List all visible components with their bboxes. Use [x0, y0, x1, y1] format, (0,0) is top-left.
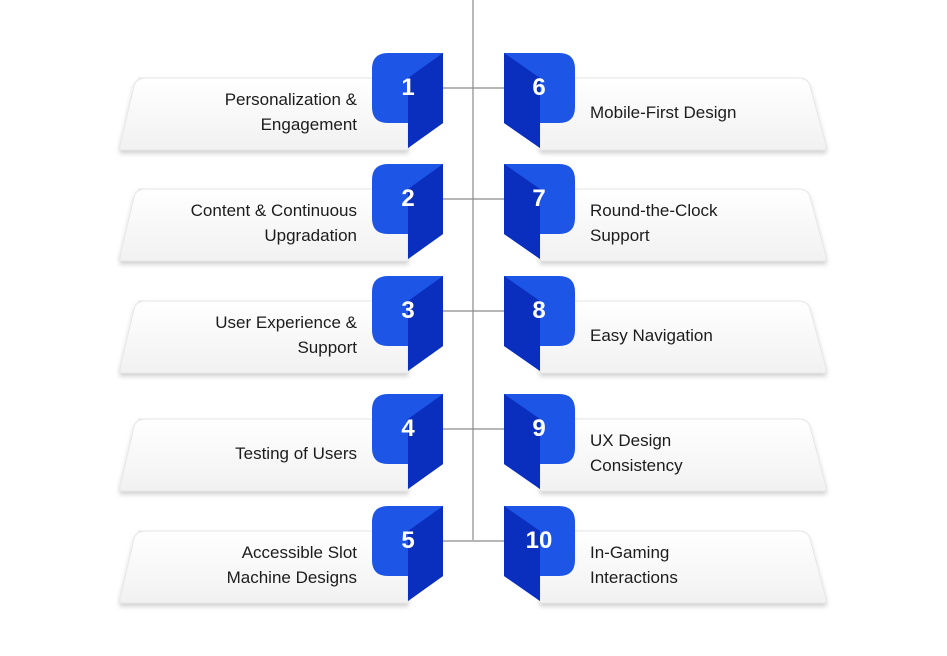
step-badge-right [504, 276, 575, 371]
step-label-line-1: Round-the-Clock [590, 201, 718, 220]
step-card-left [119, 418, 409, 492]
step-number: 10 [525, 527, 553, 554]
step-number: 4 [401, 415, 415, 442]
step-label: Easy Navigation [590, 323, 810, 348]
step-label-line-1: Accessible Slot [241, 543, 357, 562]
step-number: 3 [401, 297, 415, 324]
step-badge-right [504, 53, 575, 148]
step-label-line-1: User Experience & [215, 313, 357, 332]
step-label-line-1: UX Design [590, 431, 672, 450]
step-badge-right [504, 164, 575, 259]
step-badge-left [372, 164, 443, 259]
step-number: 9 [532, 415, 546, 442]
step-label-line-1: Content & Continuous [190, 201, 357, 220]
step-label: Mobile-First Design [590, 100, 810, 125]
step-label: Testing of Users [140, 441, 357, 466]
step-badge-right [504, 394, 575, 489]
step-label: Personalization & Engagement [140, 87, 357, 137]
step-label-line-2: Consistency [590, 456, 683, 475]
step-card-right [539, 77, 827, 151]
step-label-line-1: Testing of Users [235, 444, 357, 463]
step-card-right [539, 418, 827, 492]
step-label-line-1: Personalization & [224, 90, 357, 109]
step-label-line-2: Support [297, 338, 357, 357]
badge-fold [408, 164, 443, 259]
step-label-line-1: Mobile-First Design [590, 103, 737, 122]
step-number: 2 [401, 185, 415, 212]
step-badge-left [372, 394, 443, 489]
step-badge-left [372, 53, 443, 148]
badge-fold [504, 394, 540, 489]
step-badge-left [372, 276, 443, 371]
step-number: 5 [401, 527, 415, 554]
step-card-left [119, 530, 409, 604]
badge-fold [408, 394, 443, 489]
badge-fold [408, 53, 443, 148]
step-label-line-1: Easy Navigation [590, 326, 713, 345]
step-card-right [539, 188, 827, 262]
step-card-left [119, 77, 409, 151]
step-label-line-2: Machine Designs [226, 568, 357, 587]
step-label: User Experience & Support [140, 310, 357, 360]
step-card-left [119, 188, 409, 262]
step-number: 7 [532, 185, 546, 212]
step-label-line-2: Engagement [260, 115, 357, 134]
step-number: 1 [401, 74, 415, 101]
step-card-right [539, 300, 827, 374]
badge-fold [504, 53, 540, 148]
badge-fold [408, 506, 443, 601]
step-card-left [119, 300, 409, 374]
step-number: 8 [532, 297, 546, 324]
step-label-line-2: Interactions [590, 568, 678, 587]
badge-fold [504, 276, 540, 371]
step-number: 6 [532, 74, 546, 101]
step-label-line-2: Support [590, 226, 650, 245]
step-label-line-1: In-Gaming [590, 543, 670, 562]
badge-fold [408, 276, 443, 371]
step-card-right [539, 530, 827, 604]
badge-fold [504, 164, 540, 259]
step-label-line-2: Upgradation [264, 226, 357, 245]
badge-fold [504, 506, 540, 601]
step-badge-right [504, 506, 575, 601]
step-badge-left [372, 506, 443, 601]
